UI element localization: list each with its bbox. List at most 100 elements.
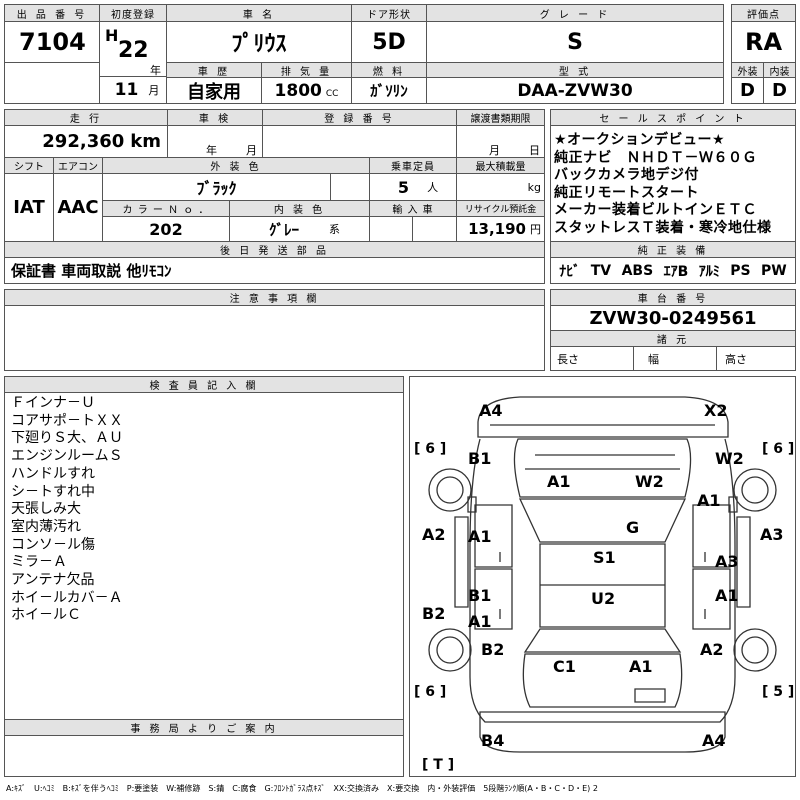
recycle-fee: 13,190 円	[456, 216, 545, 242]
inspector-note: 下廻りＳ大、ＡＵ	[11, 430, 123, 447]
import-label: 輸 入 車	[369, 200, 457, 217]
mark-door-front-right: A3	[715, 552, 739, 571]
sales-point-line: ★オークションデビュー★	[554, 132, 726, 148]
inspection-label: 車 検	[167, 109, 263, 126]
equipment-tv: TV	[590, 262, 612, 279]
mark-door-rear-left-2: A1	[468, 612, 492, 631]
exterior-grade-label: 外装	[731, 62, 764, 78]
mark-hood-right: W2	[635, 472, 664, 491]
mark-rear-bumper-right: A4	[702, 731, 726, 750]
chassis-number: ZVW30-0249561	[550, 305, 796, 331]
registration-number	[262, 125, 457, 158]
aircon-label: エアコン	[53, 157, 103, 174]
history: 自家用	[166, 77, 262, 104]
tread-front-left: [ 6 ]	[414, 441, 447, 457]
inspector-note: ホイ－ルカバ－Ａ	[11, 589, 123, 606]
model-value: DAA-ZVW30	[517, 80, 633, 101]
interior-grade-value: D	[772, 80, 787, 101]
fuel: ｶﾞｿﾘﾝ	[351, 77, 427, 104]
shipping-parts: 保証書 車両取説 他ﾘﾓｺﾝ	[4, 257, 545, 284]
import-a	[369, 216, 413, 242]
shift-value: IAT	[13, 197, 45, 218]
fuel-value: ｶﾞｿﾘﾝ	[370, 82, 408, 100]
score-value: RA	[744, 28, 783, 56]
year-unit: 年	[150, 64, 161, 77]
height-label: 高さ	[725, 352, 747, 366]
equipment-pw: PW	[761, 262, 787, 279]
office-notice	[4, 735, 404, 777]
length: 長さ	[550, 346, 634, 371]
interior-color-value: ｸﾞﾚｰ	[268, 220, 299, 239]
registration-month: 11 月	[99, 76, 167, 104]
mark-door-rear-right: A1	[715, 586, 739, 605]
sales-point-line: バックカメラ地デジ付	[554, 167, 699, 183]
mark-left-rear: B2	[422, 604, 446, 623]
aircon: AAC	[53, 173, 103, 242]
mark-front-right-area: A1	[697, 491, 721, 510]
mark-trunk-left: C1	[553, 657, 576, 676]
color-number: 202	[102, 216, 230, 242]
sales-point-line: スタットレスＴ装着・寒冷地仕様	[554, 219, 772, 236]
model: DAA-ZVW30	[426, 77, 724, 104]
mark-roof-front: S1	[593, 548, 616, 567]
sales-point-line: 純正ナビ ＮＨＤＴ－Ｗ６０Ｇ	[554, 149, 757, 166]
door-type: 5D	[351, 21, 427, 63]
chassis-label: 車 台 番 号	[550, 289, 796, 306]
color-number-value: 202	[149, 219, 183, 239]
door-label: ドア形状	[351, 4, 427, 22]
inspector-note: ミラ－Ａ	[11, 554, 67, 571]
inspection: 年 月	[167, 125, 263, 158]
shipping-parts-value: 保証書 車両取説 他ﾘﾓｺﾝ	[11, 262, 172, 280]
equipment: ﾅﾋﾞ TV ABS ｴｱB ｱﾙﾐ PS PW	[550, 257, 796, 284]
inspection-month-unit: 月	[246, 144, 257, 157]
sales-point-line: メーカー装着ビルトインＥＴＣ	[554, 202, 757, 218]
month-value: 11	[114, 80, 139, 100]
mark-trunk-right: A1	[629, 657, 653, 676]
exterior-color: ﾌﾞﾗｯｸ	[102, 173, 331, 201]
first-registration-label: 初度登録	[99, 4, 167, 22]
mark-left-front: A2	[422, 525, 446, 544]
exterior-grade-value: D	[740, 80, 755, 101]
door-value: 5D	[372, 29, 406, 55]
max-load-unit: kg	[527, 180, 541, 194]
score-label: 評価点	[731, 4, 796, 22]
recycle-fee-value: 13,190	[468, 220, 526, 238]
interior-color-unit: 系	[329, 223, 340, 236]
mark-roof-rear: U2	[591, 589, 616, 608]
lot-number: 7104	[4, 21, 100, 63]
interior-color: ｸﾞﾚｰ 系	[229, 216, 370, 242]
interior-grade-label: 内装	[763, 62, 796, 78]
max-load: kg	[456, 173, 545, 201]
history-value: 自家用	[187, 81, 241, 103]
car-name-value: ﾌﾟﾘｳｽ	[231, 32, 287, 57]
color-number-label: カ ラ ー Ｎ ｏ ．	[102, 200, 230, 217]
transfer-deadline: 月 日	[456, 125, 545, 158]
office-notice-label: 事 務 局 よ り ご 案 内	[4, 719, 404, 736]
capacity-label: 乗車定員	[369, 157, 457, 174]
dimensions-label: 諸 元	[550, 330, 796, 347]
width: 幅	[633, 346, 717, 371]
inspector-note: シ－トすれ中	[11, 483, 95, 500]
mark-hood-left: A1	[547, 472, 571, 491]
caution-label: 注 意 事 項 欄	[4, 289, 545, 306]
recycle-fee-unit: 円	[530, 223, 541, 236]
sales-points-label: セ ー ル ス ポ イ ン ト	[550, 109, 796, 126]
equipment-navi: ﾅﾋﾞ	[559, 263, 581, 280]
length-label: 長さ	[557, 352, 579, 366]
exterior-grade: D	[731, 77, 764, 104]
mileage-label: 走 行	[4, 109, 168, 126]
recycle-label: リサイクル預託金	[456, 200, 545, 217]
shift-label: シフト	[4, 157, 54, 174]
grade-value: S	[567, 29, 583, 55]
grade: S	[426, 21, 724, 63]
inspector-note: コアサポ－トＸＸ	[11, 412, 123, 429]
mark-door-rear-left-1: B1	[468, 586, 492, 605]
inspector-note: アンテナ欠品	[11, 572, 95, 589]
lot-number-label: 出 品 番 号	[4, 4, 100, 22]
inspector-notes-label: 検 査 員 記 入 欄	[4, 376, 404, 393]
inspector-note: Ｆインナ－Ｕ	[11, 395, 95, 411]
mark-right-front: A3	[760, 525, 784, 544]
width-label: 幅	[648, 352, 659, 366]
tread-rear-right: [ 5 ]	[762, 684, 795, 700]
